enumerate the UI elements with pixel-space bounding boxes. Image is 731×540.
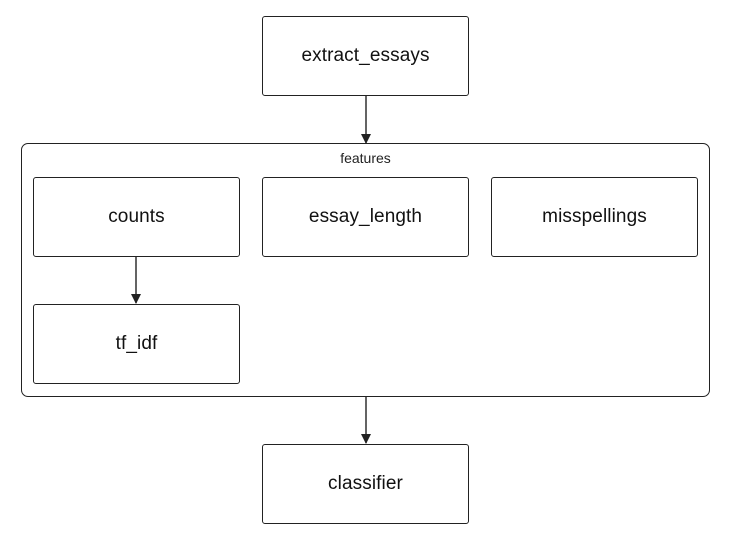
node-tf-idf: tf_idf	[33, 304, 240, 384]
node-counts: counts	[33, 177, 240, 257]
node-counts-label: counts	[108, 206, 165, 227]
node-classifier: classifier	[262, 444, 469, 524]
group-features-label: features	[340, 150, 391, 166]
node-tf-idf-label: tf_idf	[115, 333, 158, 354]
group-features: features	[21, 143, 710, 397]
node-extract-essays-label: extract_essays	[301, 45, 430, 66]
node-misspellings: misspellings	[491, 177, 698, 257]
node-essay-length: essay_length	[262, 177, 469, 257]
node-misspellings-label: misspellings	[542, 206, 647, 227]
node-essay-length-label: essay_length	[308, 206, 423, 227]
node-classifier-label: classifier	[328, 473, 403, 494]
node-extract-essays: extract_essays	[262, 16, 469, 96]
